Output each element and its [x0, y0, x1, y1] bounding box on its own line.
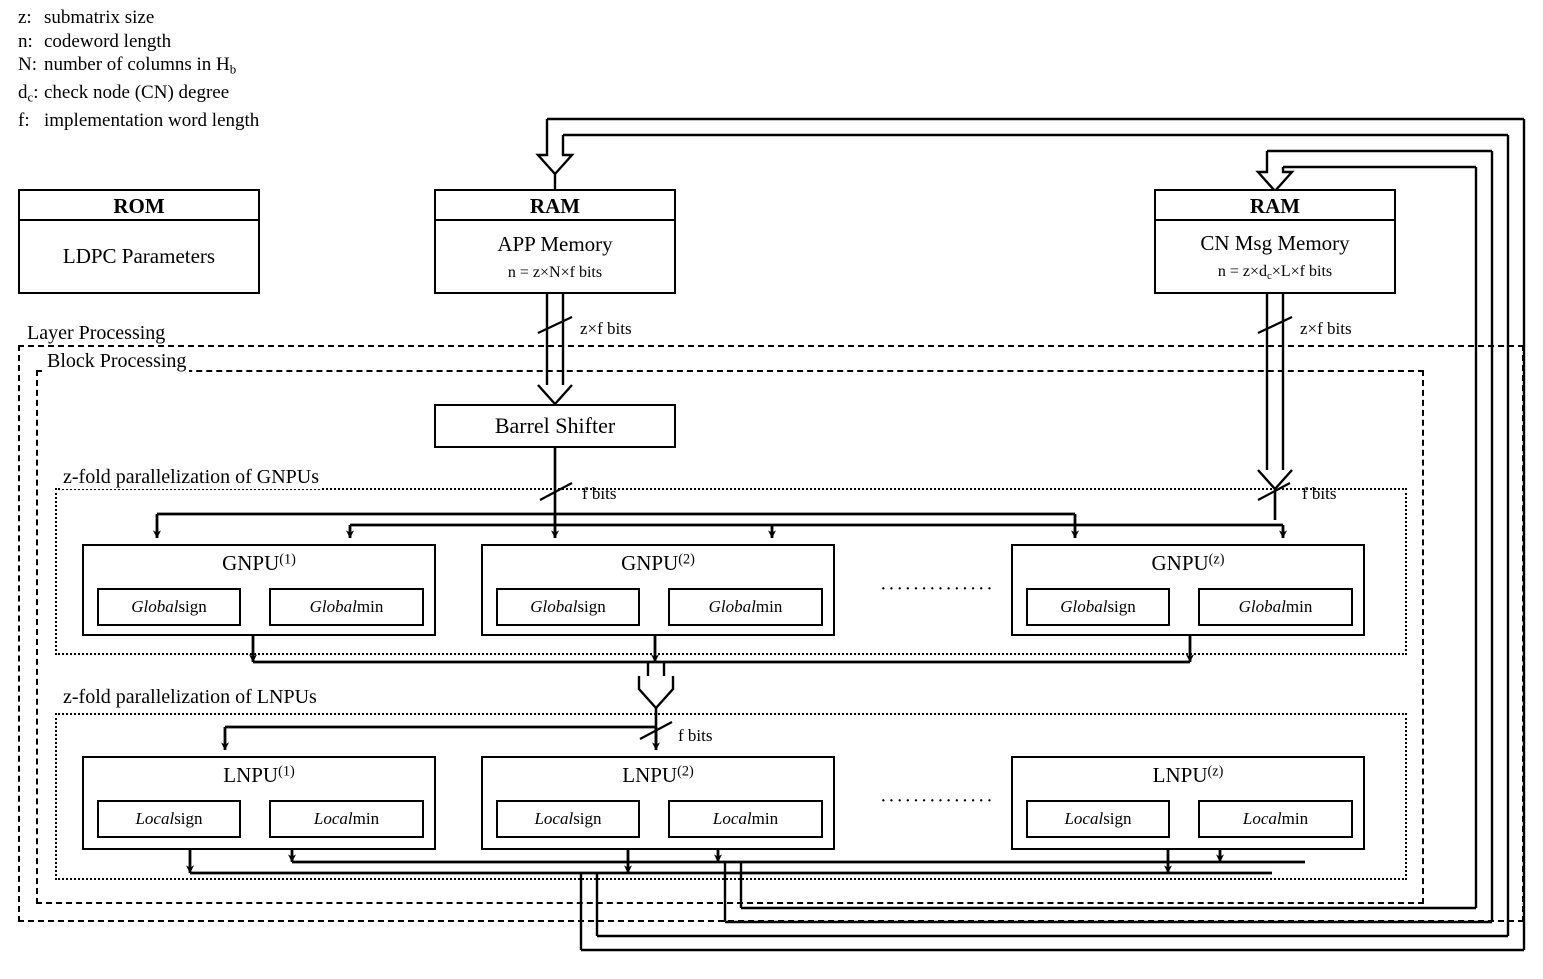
lnpu-1: LNPU(1) Local sign Local min — [82, 756, 436, 850]
gnpu-ellipsis: ·············· — [880, 578, 995, 600]
gnpu-1-global-min: Global min — [269, 588, 424, 626]
gnpu-2-title: GNPU(2) — [621, 551, 695, 575]
gnpu-z-global-min: Global min — [1198, 588, 1353, 626]
legend: z:submatrix size n:codeword length N:num… — [18, 6, 259, 133]
gnpu-group-frame — [55, 488, 1407, 655]
lnpu-2-title: LNPU(2) — [622, 763, 694, 787]
layer-processing-frame — [18, 345, 1524, 922]
lnpu-group-label: z-fold parallelization of LNPUs — [60, 686, 320, 709]
app-memory-size: n = z×N×f bits — [507, 263, 603, 281]
lnpu-2: LNPU(2) Local sign Local min — [481, 756, 835, 850]
legend-item-n: n:codeword length — [18, 30, 172, 52]
gnpu-1-global-sign: Global sign — [97, 588, 241, 626]
legend-item-N: N:number of columns in Hb — [18, 54, 237, 77]
cn-msg-memory-name: CN Msg Memory — [1200, 230, 1350, 255]
lnpu-1-local-min: Local min — [269, 800, 424, 838]
gnpu-z-title: GNPU(z) — [1151, 551, 1225, 575]
lnpu-ellipsis: ·············· — [880, 790, 995, 812]
lnpu-2-local-sign: Local sign — [496, 800, 640, 838]
gnpu-1-title: GNPU(1) — [222, 551, 296, 575]
gnpu-z-global-sign: Global sign — [1026, 588, 1170, 626]
lnpu-group-frame — [55, 713, 1407, 880]
legend-item-z: z:submatrix size — [18, 7, 155, 28]
block-processing-frame — [36, 370, 1424, 904]
lnpu-z-title: LNPU(z) — [1152, 763, 1224, 787]
legend-item-f: f:implementation word length — [18, 110, 260, 132]
barrel-shifter-block: Barrel Shifter — [434, 404, 676, 448]
app-memory-block: RAM APP Memory n = z×N×f bits — [434, 189, 676, 294]
gnpu-2-global-min: Global min — [668, 588, 823, 626]
rom-block: ROM LDPC Parameters — [18, 189, 260, 294]
rom-title: ROM — [20, 191, 258, 221]
lnpu-2-local-min: Local min — [668, 800, 823, 838]
block-processing-label: Block Processing — [44, 350, 190, 373]
lnpu-z-local-min: Local min — [1198, 800, 1353, 838]
gnpu-2-global-sign: Global sign — [496, 588, 640, 626]
gnpu-group-label: z-fold parallelization of GNPUs — [60, 466, 323, 489]
gnpu-2: GNPU(2) Global sign Global min — [481, 544, 835, 636]
legend-item-dc: dc:check node (CN) degree — [18, 82, 230, 105]
cn-msg-memory-size: n = z×dc×L×f bits — [1217, 262, 1333, 283]
lnpu-1-title: LNPU(1) — [223, 763, 295, 787]
gnpu-z: GNPU(z) Global sign Global min — [1011, 544, 1365, 636]
layer-processing-label: Layer Processing — [24, 322, 169, 345]
cn-msg-memory-block: RAM CN Msg Memory n = z×dc×L×f bits — [1154, 189, 1396, 294]
app-memory-body: APP Memory n = z×N×f bits — [436, 221, 674, 292]
app-memory-title: RAM — [436, 191, 674, 221]
app-bus-label: z×f bits — [578, 319, 634, 339]
lnpu-z: LNPU(z) Local sign Local min — [1011, 756, 1365, 850]
lnpu-z-local-sign: Local sign — [1026, 800, 1170, 838]
gnpu-1: GNPU(1) Global sign Global min — [82, 544, 436, 636]
barrel-shifter-label: Barrel Shifter — [494, 413, 616, 438]
cn-msg-memory-title: RAM — [1156, 191, 1394, 221]
app-memory-name: APP Memory — [497, 231, 613, 256]
lnpu-1-local-sign: Local sign — [97, 800, 241, 838]
lnpu-input-label: f bits — [676, 726, 715, 746]
cn-bus-label: z×f bits — [1298, 319, 1354, 339]
rom-body: LDPC Parameters — [62, 244, 216, 268]
cn-msg-memory-body: CN Msg Memory n = z×dc×L×f bits — [1156, 221, 1394, 292]
